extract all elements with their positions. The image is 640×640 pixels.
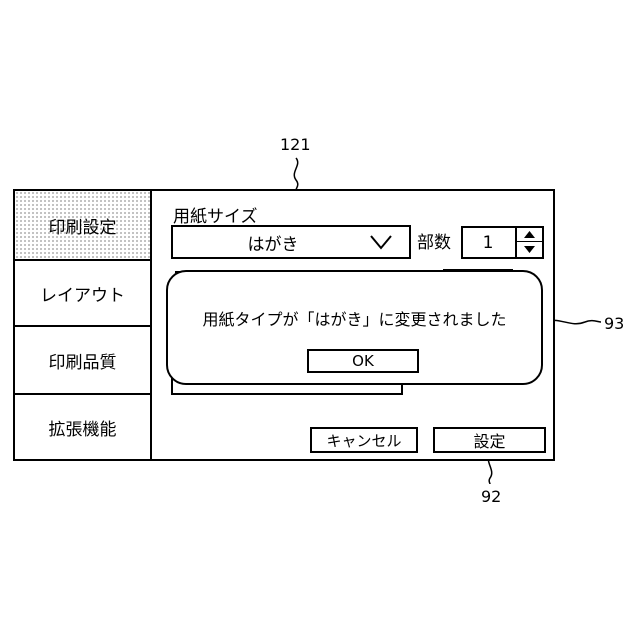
spinner-down-button[interactable] bbox=[517, 242, 542, 257]
copies-spinner bbox=[515, 228, 542, 257]
cancel-button[interactable]: キャンセル bbox=[310, 427, 418, 453]
set-button[interactable]: 設定 bbox=[433, 427, 546, 453]
paper-size-label: 用紙サイズ bbox=[173, 202, 258, 227]
tab-print-quality[interactable]: 印刷品質 bbox=[15, 327, 150, 395]
triangle-up-icon bbox=[517, 228, 542, 242]
sidebar: 印刷設定 レイアウト 印刷品質 拡張機能 bbox=[15, 191, 152, 459]
tab-extended-features[interactable]: 拡張機能 bbox=[15, 395, 150, 459]
notification-popup: 用紙タイプが「はがき」に変更されました OK bbox=[166, 270, 543, 385]
leader-line-dialog bbox=[294, 158, 298, 190]
paper-size-value: はがき bbox=[173, 227, 373, 257]
cancel-button-label: キャンセル bbox=[326, 430, 401, 451]
triangle-down-icon bbox=[517, 242, 542, 257]
tab-label: 印刷設定 bbox=[49, 213, 117, 238]
copies-label: 部数 bbox=[417, 228, 451, 253]
ok-button-label: OK bbox=[352, 352, 374, 370]
tab-label: 印刷品質 bbox=[49, 348, 117, 373]
tab-print-settings[interactable]: 印刷設定 bbox=[15, 191, 150, 261]
paper-size-dropdown[interactable]: はがき bbox=[171, 225, 411, 259]
spinner-up-button[interactable] bbox=[517, 228, 542, 242]
ok-button[interactable]: OK bbox=[307, 349, 419, 373]
chevron-down-icon bbox=[370, 235, 392, 249]
popup-message: 用紙タイプが「はがき」に変更されました bbox=[168, 306, 541, 330]
copies-value: 1 bbox=[463, 228, 513, 257]
set-button-label: 設定 bbox=[473, 428, 505, 452]
copies-input[interactable]: 1 bbox=[461, 226, 544, 259]
tab-label: レイアウト bbox=[40, 281, 125, 306]
tab-layout[interactable]: レイアウト bbox=[15, 261, 150, 327]
tab-label: 拡張機能 bbox=[49, 415, 117, 440]
